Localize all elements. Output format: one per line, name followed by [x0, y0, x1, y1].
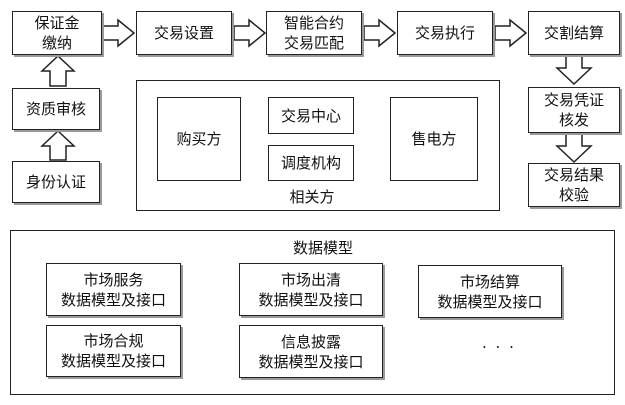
result-verify-line2: 校验 — [558, 186, 589, 204]
trading-center-label: 交易中心 — [280, 106, 341, 125]
buyer-label: 购买方 — [176, 130, 222, 148]
arrow-identity-to-review — [40, 129, 76, 161]
market-settlement-line1: 市场结算 — [459, 272, 520, 291]
seller-label: 售电方 — [411, 130, 457, 148]
market-clearing-line1: 市场出清 — [280, 270, 341, 289]
market-clearing-line2: 数据模型及接口 — [258, 290, 364, 309]
trade-execution-box: 交易执行 — [397, 11, 493, 55]
info-disclosure-line1: 信息披露 — [280, 332, 341, 351]
trade-setup-box: 交易设置 — [136, 11, 232, 55]
smart-match-box: 智能合约 交易匹配 — [266, 11, 362, 55]
identity-auth-label: 身份认证 — [25, 173, 86, 191]
market-service-line1: 市场服务 — [83, 270, 144, 289]
arrow-execution-to-settlement — [494, 18, 528, 48]
market-compliance-line2: 数据模型及接口 — [60, 352, 166, 370]
data-model-title: 数据模型 — [292, 239, 353, 257]
voucher-issue-line2: 核发 — [558, 111, 589, 129]
related-parties-label: 相关方 — [289, 188, 335, 206]
trade-settlement-box: 交割结算 — [528, 11, 620, 55]
arrow-match-to-execution — [363, 18, 397, 48]
dispatch-agency-label: 调度机构 — [280, 154, 341, 172]
margin-deposit-box: 保证金 缴纳 — [12, 11, 102, 55]
arrow-settlement-to-voucher — [555, 55, 593, 86]
buyer-box: 购买方 — [157, 97, 241, 181]
info-disclosure-box: 信息披露 数据模型及接口 — [239, 325, 383, 378]
market-service-box: 市场服务 数据模型及接口 — [46, 263, 181, 316]
info-disclosure-line2: 数据模型及接口 — [258, 352, 364, 371]
seller-box: 售电方 — [390, 97, 478, 181]
arrow-setup-to-match — [233, 18, 267, 48]
smart-match-line1: 智能合约 — [283, 14, 344, 32]
arrow-review-to-margin — [40, 54, 76, 87]
smart-match-line2: 交易匹配 — [283, 34, 344, 52]
trade-settlement-label: 交割结算 — [543, 24, 604, 42]
market-service-line2: 数据模型及接口 — [60, 290, 166, 309]
qualification-review-box: 资质审核 — [12, 88, 100, 130]
market-compliance-box: 市场合规 数据模型及接口 — [46, 325, 181, 377]
identity-auth-box: 身份认证 — [12, 161, 100, 203]
margin-deposit-line1: 保证金 — [34, 14, 80, 32]
market-clearing-box: 市场出清 数据模型及接口 — [239, 263, 383, 316]
market-compliance-line1: 市场合规 — [83, 332, 144, 350]
margin-deposit-line2: 缴纳 — [41, 34, 72, 52]
dispatch-agency-box: 调度机构 — [268, 145, 354, 181]
ellipsis: · · · — [482, 338, 516, 356]
arrow-margin-to-setup — [102, 18, 136, 48]
trade-execution-label: 交易执行 — [414, 24, 475, 42]
result-verify-box: 交易结果 校验 — [528, 163, 620, 207]
arrow-voucher-to-verify — [555, 133, 593, 164]
trading-center-box: 交易中心 — [268, 97, 354, 134]
result-verify-line1: 交易结果 — [543, 166, 604, 184]
qualification-review-label: 资质审核 — [25, 100, 86, 118]
market-settlement-line2: 数据模型及接口 — [437, 292, 543, 311]
market-settlement-box: 市场结算 数据模型及接口 — [418, 265, 562, 318]
voucher-issue-box: 交易凭证 核发 — [528, 87, 620, 133]
voucher-issue-line1: 交易凭证 — [543, 91, 604, 109]
trade-setup-label: 交易设置 — [153, 24, 214, 42]
